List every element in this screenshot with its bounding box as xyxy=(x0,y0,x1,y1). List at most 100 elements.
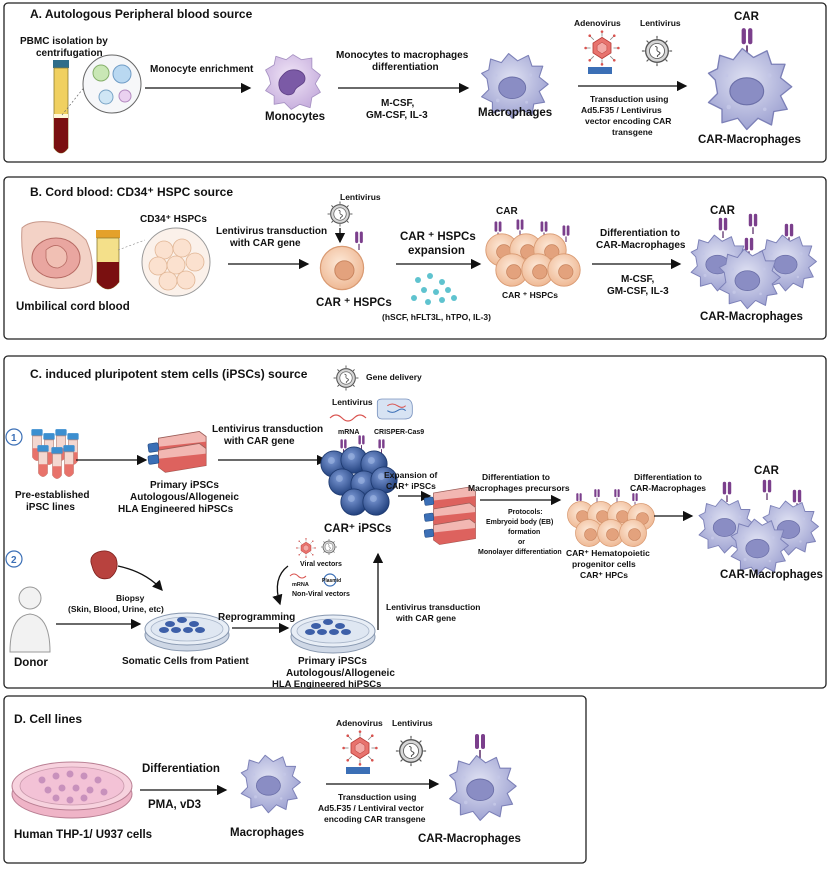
car-hspc-icon xyxy=(319,245,365,291)
lentivirus-label-d: Lentivirus xyxy=(392,718,433,728)
umbilical-label: Umbilical cord blood xyxy=(16,301,130,313)
expansion-factors-label: (hSCF, hFLT3L, hTPO, IL-3) xyxy=(382,312,491,322)
cd34-label: CD34⁺ HSPCs xyxy=(140,214,207,225)
macrophages-label-a: Macrophages xyxy=(478,107,552,119)
primary-c-1: Primary iPSCs xyxy=(150,480,219,491)
arrow-c-vectors xyxy=(272,565,289,606)
cd34-cells-magnifier-icon xyxy=(117,227,211,297)
thp-label: Human THP-1/ U937 cells xyxy=(14,829,152,841)
pre-established-2: iPSC lines xyxy=(26,502,75,513)
crispr-label: CRISPER-Cas9 xyxy=(374,429,424,436)
panel-b-title: B. Cord blood: CD34⁺ HSPC source xyxy=(30,185,233,199)
adenovirus-box-a xyxy=(588,67,612,74)
biopsy-tissue-icon xyxy=(90,550,118,580)
reprogramming-label: Reprogramming xyxy=(218,612,295,623)
gene-delivery-label: Gene delivery xyxy=(366,372,422,382)
car-label-a: CAR xyxy=(734,11,760,23)
plasmid-icon xyxy=(323,573,337,587)
transduction-d-1: Transduction using xyxy=(338,792,416,802)
car-hspcs-small-label: CAR ⁺ HSPCs xyxy=(502,290,558,300)
primary-c-2: Autologous/Allogeneic xyxy=(130,492,239,503)
lenti-transduction-c2-1: Lentivirus transduction xyxy=(386,602,480,612)
pbmc-magnifier-icon xyxy=(61,54,142,116)
protocols-1: Protocols: xyxy=(508,509,543,516)
mrna-small-label: mRNA xyxy=(292,582,309,588)
primary2-2: Autologous/Allogeneic xyxy=(286,668,395,679)
transduction-d-2: Ad5.F35 / Lentiviral vector xyxy=(318,803,425,813)
protocols-3: formation xyxy=(508,529,540,536)
car-macrophages-label-b: CAR-Macrophages xyxy=(700,311,803,323)
umbilical-icon xyxy=(21,221,93,290)
donor-icon xyxy=(9,586,51,653)
car-hspcs-label: CAR ⁺ HSPCs xyxy=(316,297,392,309)
hematopoietic-1: CAR⁺ Hematopoietic xyxy=(566,548,650,558)
adenovirus-icon-d xyxy=(341,729,379,767)
lentivirus-label-c: Lentivirus xyxy=(332,397,373,407)
blood-tube-icon xyxy=(53,60,69,154)
transduction-a-1: Transduction using xyxy=(590,94,668,104)
transduction-d-3: encoding CAR transgene xyxy=(324,814,426,824)
car-macrophages-label-d: CAR-Macrophages xyxy=(418,833,521,845)
mrna-icon xyxy=(329,414,367,422)
step-1-badge xyxy=(5,428,23,446)
diff-b-2: CAR-Macrophages xyxy=(596,240,686,251)
panel-c-frame xyxy=(3,355,827,689)
diff-carmac-c-2: CAR-Macrophages xyxy=(630,483,706,493)
monocytes-label: Monocytes xyxy=(265,111,325,123)
cytokines-a-2: GM-CSF, IL-3 xyxy=(366,110,428,121)
pma-label: PMA, vD3 xyxy=(148,799,201,811)
viral-vectors-label: Viral vectors xyxy=(300,561,342,568)
pre-established-1: Pre-established xyxy=(15,490,89,501)
cytokines-a-1: M-CSF, xyxy=(381,98,415,109)
pbmc-label-2: centrifugation xyxy=(36,48,103,59)
step-2-number: 2 xyxy=(11,555,17,566)
lenti-transduction-c-2: with CAR gene xyxy=(223,436,295,447)
macrophages-label-d: Macrophages xyxy=(230,827,304,839)
primary-c-3: HLA Engineered hiPSCs xyxy=(118,504,234,515)
car-ipscs-label: CAR⁺ iPSCs xyxy=(324,523,391,535)
cord-blood-tube-icon xyxy=(96,230,120,290)
panel-b-frame xyxy=(3,176,827,340)
differentiation-d-label: Differentiation xyxy=(142,763,220,775)
mrna-label: mRNA xyxy=(338,429,359,436)
adenovirus-icon-a xyxy=(583,29,621,67)
protocols-5: Monolayer differentiation xyxy=(478,549,562,556)
step-2-badge xyxy=(5,550,23,568)
diff-carmac-c-1: Differentiation to xyxy=(634,472,702,482)
expansion-c-2: CAR⁺ iPSCs xyxy=(386,481,436,491)
step-1-number: 1 xyxy=(11,433,17,444)
lentivirus-label-a: Lentivirus xyxy=(640,18,681,28)
car-label-b-top: CAR xyxy=(496,206,518,217)
mrna-small-icon xyxy=(289,573,307,579)
primary2-3: HLA Engineered hiPSCs xyxy=(272,679,381,690)
cytokines-b-1: M-CSF, xyxy=(621,274,655,285)
plasmid-label: Plasmid xyxy=(322,578,341,584)
growth-factor-dots-icon xyxy=(411,273,457,305)
lentivirus-label-b: Lentivirus xyxy=(340,192,381,202)
transduction-a-4: transgene xyxy=(612,127,653,137)
somatic-label: Somatic Cells from Patient xyxy=(122,656,249,667)
expansion-b-2: expansion xyxy=(408,245,465,257)
diff-precursors-1: Differentiation to xyxy=(482,472,550,482)
cell-line-dish-icon xyxy=(11,761,133,819)
car-macrophages-label-c: CAR-Macrophages xyxy=(720,569,823,581)
panel-c-title: C. induced pluripotent stem cells (iPSCs… xyxy=(30,367,308,381)
diff-b-1: Differentiation to xyxy=(600,228,680,239)
lenti-transduction-b-1: Lentivirus transduction xyxy=(216,226,327,237)
car-label-b-right: CAR xyxy=(710,205,736,217)
car-macrophages-label-a: CAR-Macrophages xyxy=(698,134,801,146)
protocols-2: Embryoid body (EB) xyxy=(486,519,553,526)
non-viral-label: Non-Viral vectors xyxy=(292,591,350,598)
lenti-transduction-c2-2: with CAR gene xyxy=(395,613,456,623)
ipsc-petri-icon xyxy=(290,614,376,654)
expansion-b-1: CAR ⁺ HSPCs xyxy=(400,231,476,243)
panel-d-title: D. Cell lines xyxy=(14,712,82,726)
diff-precursors-2: Macrophages precursors xyxy=(468,483,570,493)
cytokines-b-2: GM-CSF, IL-3 xyxy=(607,286,669,297)
panel-a-frame xyxy=(3,2,827,163)
lenti-transduction-c-1: Lentivirus transduction xyxy=(212,424,323,435)
monocyte-enrichment-label: Monocyte enrichment xyxy=(150,64,254,75)
lenti-transduction-b-2: with CAR gene xyxy=(229,238,301,249)
panel-a-title: A. Autologous Peripheral blood source xyxy=(30,7,253,21)
